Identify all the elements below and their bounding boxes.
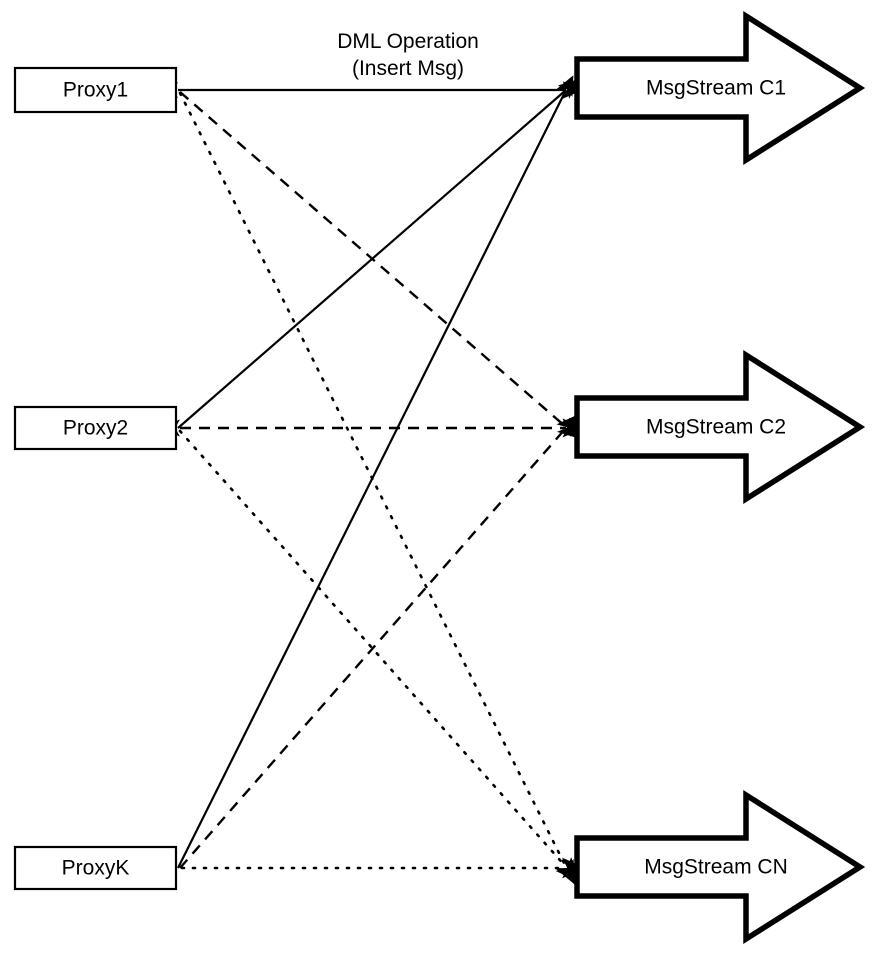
- cn-arrow-shape[interactable]: [574, 790, 866, 944]
- link-proxyk-to-c2[interactable]: [179, 414, 578, 869]
- proxy1-label: Proxy1: [63, 79, 128, 102]
- proxy-node-proxyk[interactable]: ProxyK: [13, 845, 178, 891]
- proxyk-box[interactable]: [13, 845, 178, 891]
- proxy1-box[interactable]: [13, 66, 178, 114]
- stream-node-c2[interactable]: MsgStream C2: [574, 350, 866, 504]
- stream-node-cn[interactable]: MsgStream CN: [574, 790, 866, 944]
- proxy2-label: Proxy2: [63, 417, 128, 440]
- c2-label: MsgStream C2: [646, 416, 786, 439]
- c1-label: MsgStream C1: [646, 77, 786, 100]
- cn-label: MsgStream CN: [644, 856, 788, 879]
- link-layer: [160, 75, 586, 885]
- stream-node-c1[interactable]: MsgStream C1: [574, 11, 866, 165]
- edge-label-dml-operation: DML Operation (Insert Msg): [337, 30, 479, 80]
- link-proxyk-to-c1[interactable]: [177, 75, 574, 869]
- proxy-node-proxy1[interactable]: Proxy1: [13, 66, 178, 114]
- proxy2-box[interactable]: [13, 405, 178, 451]
- link-proxy2-to-cn[interactable]: [178, 429, 579, 882]
- c2-arrow-shape[interactable]: [574, 350, 866, 504]
- link-proxy1-to-cn[interactable]: [178, 91, 575, 885]
- edge-label-line2: (Insert Msg): [352, 57, 464, 80]
- proxy-node-proxy2[interactable]: Proxy2: [13, 405, 178, 451]
- link-proxy2-to-c1[interactable]: [177, 79, 579, 429]
- c1-arrow-shape[interactable]: [574, 11, 866, 165]
- edge-label-line1: DML Operation: [337, 30, 479, 53]
- proxyk-label: ProxyK: [62, 857, 130, 880]
